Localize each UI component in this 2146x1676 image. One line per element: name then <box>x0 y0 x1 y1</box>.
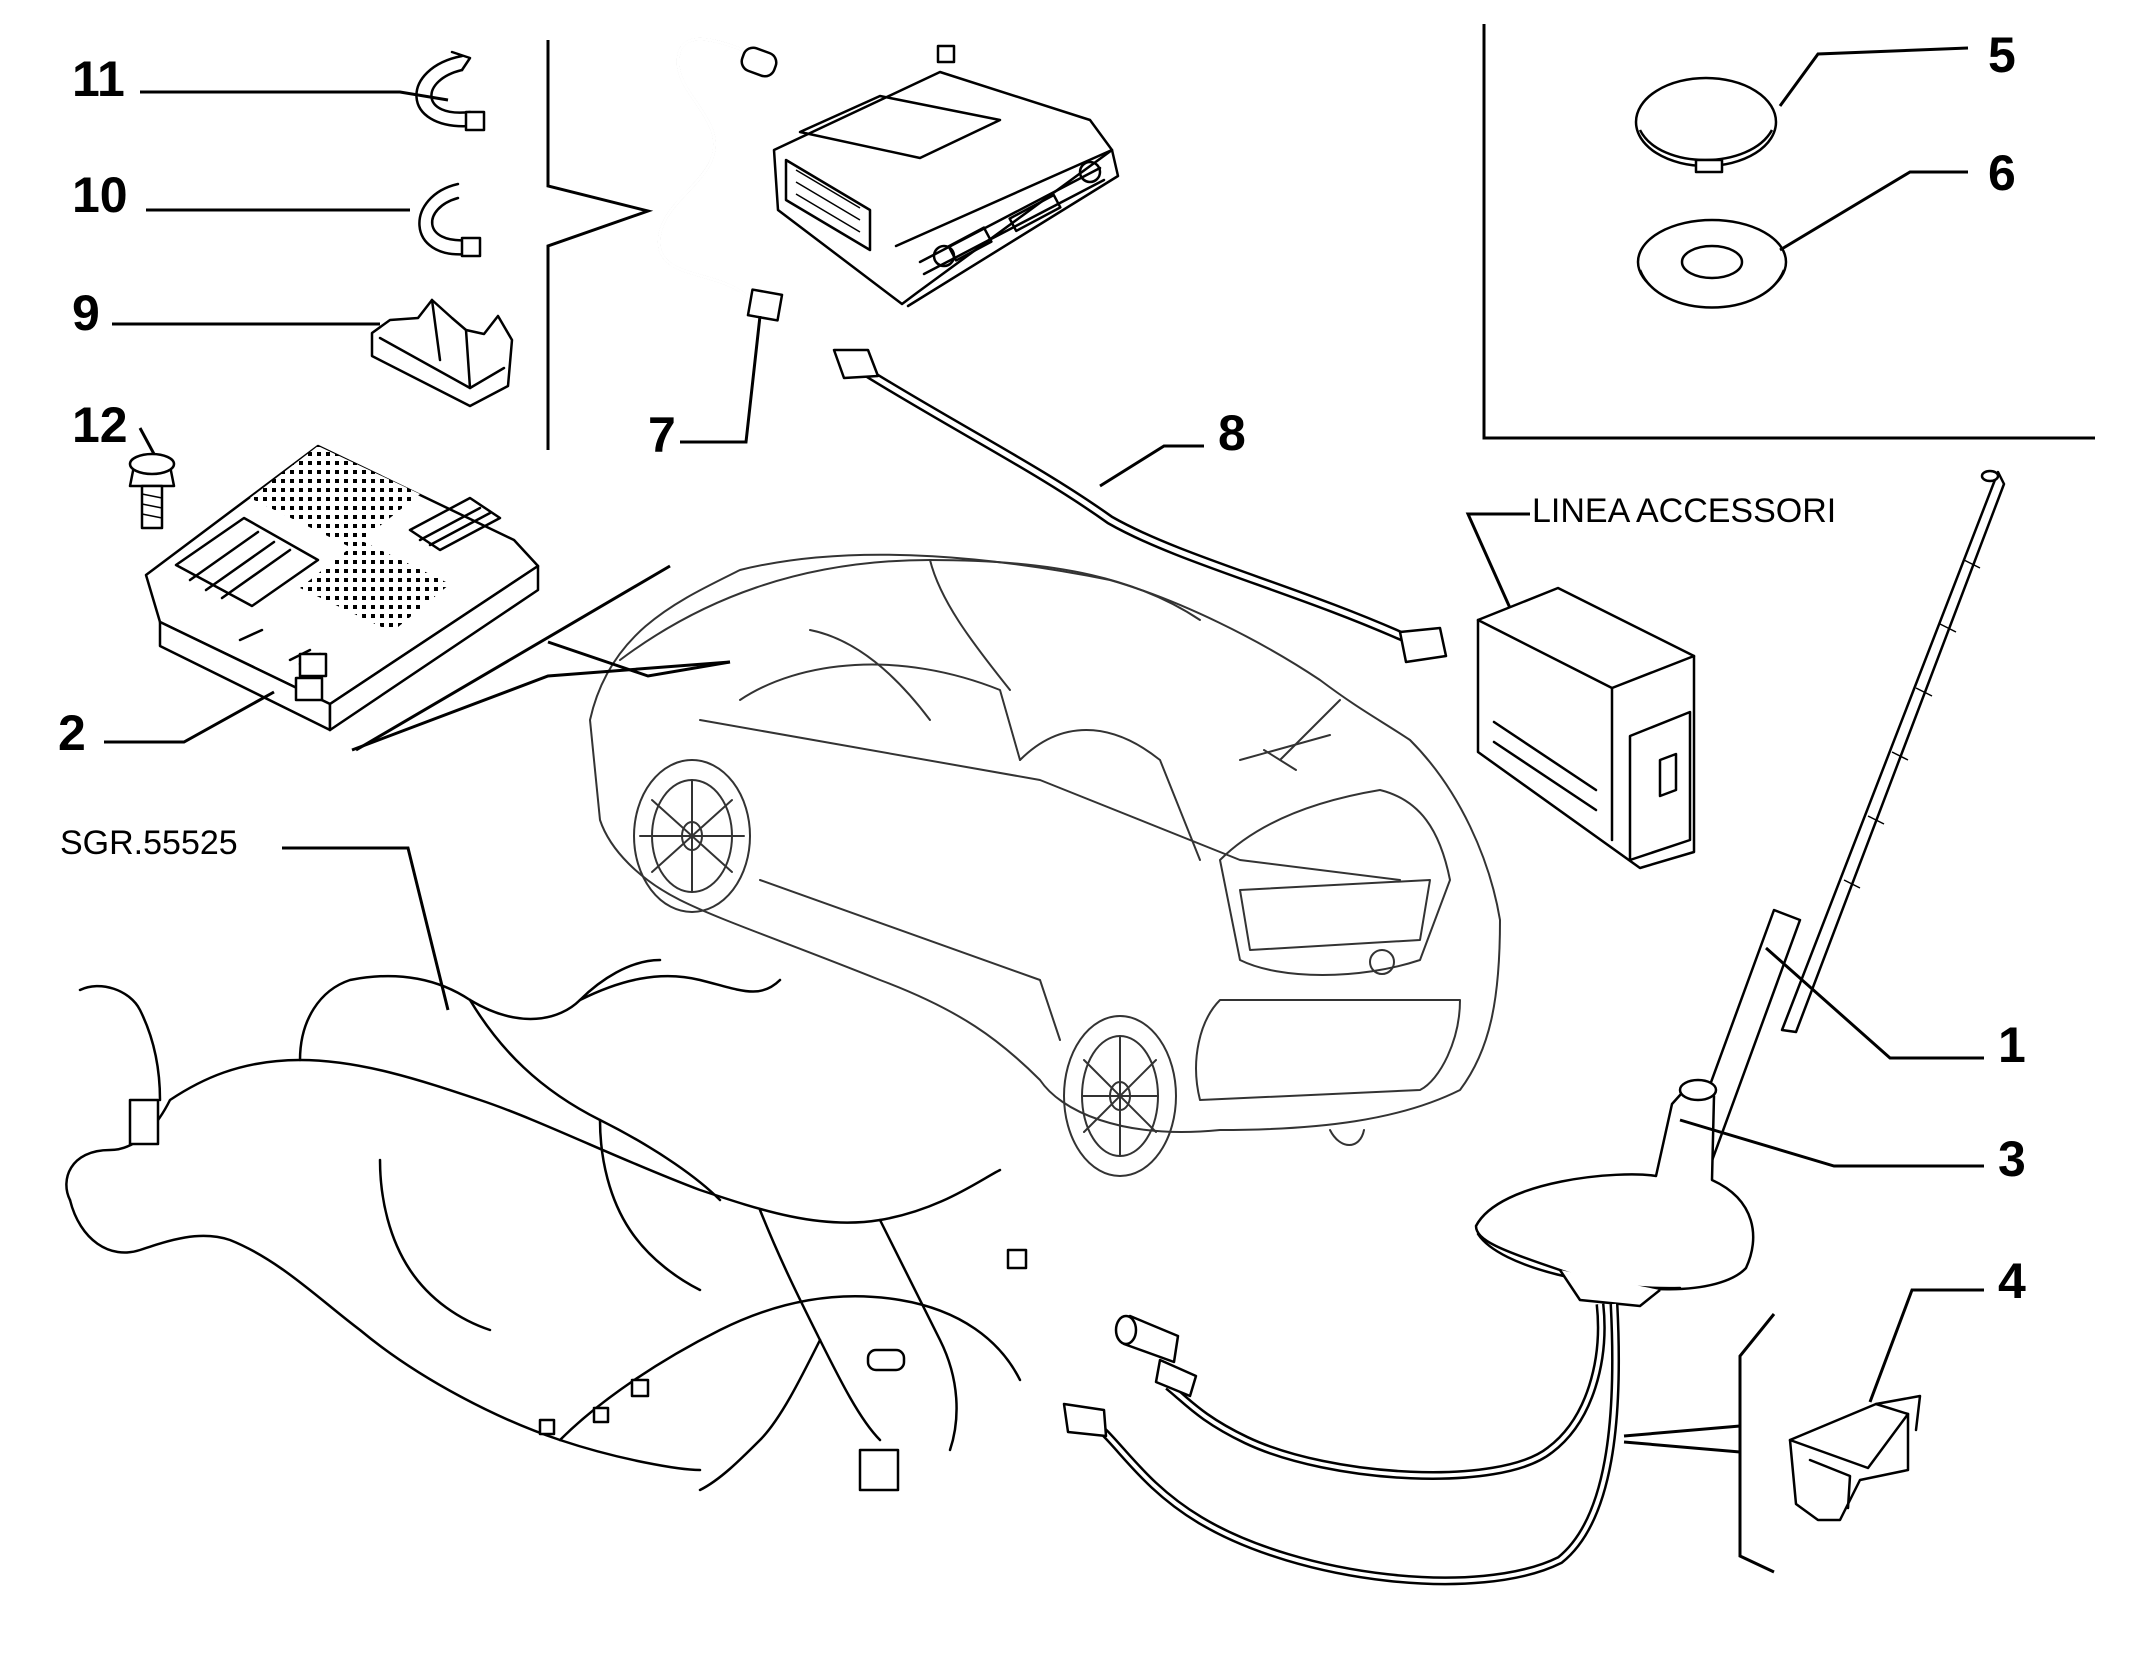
label-sgr-code: SGR.55525 <box>60 824 238 862</box>
cable-part-7 <box>657 37 784 322</box>
callout-4: 4 <box>1998 1253 2026 1309</box>
antenna-mast-part-1 <box>1672 469 2006 1194</box>
callout-1: 1 <box>1998 1017 2026 1073</box>
callout-8: 8 <box>1218 405 1246 461</box>
clip-part-11 <box>415 50 486 132</box>
callout-12: 12 <box>72 397 128 453</box>
cap-part-5 <box>1634 76 1778 174</box>
grommet-part-6 <box>1636 218 1788 309</box>
callout-3: 3 <box>1998 1131 2026 1187</box>
clip-part-10 <box>418 182 482 258</box>
callout-10: 10 <box>72 167 128 223</box>
group-bracket-radio <box>546 40 654 450</box>
group-bracket-cables <box>1623 1313 1776 1574</box>
car-illustration <box>589 553 1501 1177</box>
group-frame-5-6 <box>1482 24 2095 440</box>
cable-part-8 <box>832 348 1448 664</box>
control-unit-part-2 <box>144 444 540 732</box>
callout-11: 11 <box>72 51 125 107</box>
radio-head-unit <box>772 44 1120 308</box>
callout-2: 2 <box>58 705 86 761</box>
antenna-base-part-3 <box>1062 1078 1755 1586</box>
leader-lines <box>104 46 1984 1403</box>
callout-9: 9 <box>72 285 100 341</box>
label-linea-accessori: LINEA ACCESSORI <box>1532 492 1836 530</box>
cover-part-4 <box>1788 1394 1922 1522</box>
callout-5: 5 <box>1988 27 2016 83</box>
bracket-part-9 <box>370 298 514 408</box>
callout-6: 6 <box>1988 145 2016 201</box>
bolt-part-12 <box>128 452 176 530</box>
accessory-module <box>1476 586 1696 870</box>
wiring-harness <box>65 958 1028 1492</box>
callout-7: 7 <box>648 407 676 463</box>
